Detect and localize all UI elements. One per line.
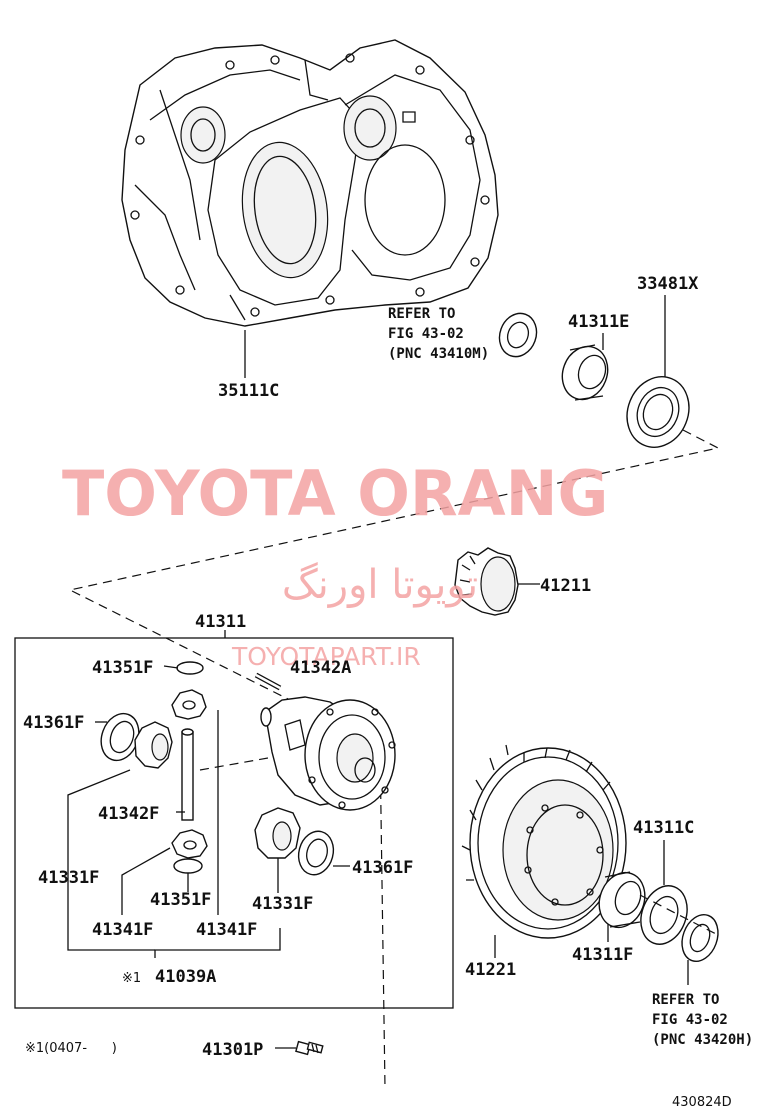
alignment-line-vertical: [379, 744, 386, 1089]
washer-41351f-bottom-drawing: [173, 858, 203, 874]
washer-41361f-right-drawing: [297, 830, 335, 876]
washer-41351f-top-drawing: [176, 661, 204, 675]
seal-33481x-drawing: [626, 376, 690, 448]
bracket-kit: [154, 928, 281, 958]
gear-41211-drawing: [454, 547, 519, 616]
pinion-gear-bottom-drawing: [171, 829, 208, 859]
side-gear-left-drawing: [134, 721, 173, 769]
label-kit-mark: ※1: [122, 971, 141, 986]
label-footnote: ※1(0407- ): [25, 1041, 117, 1056]
assembly-box: [14, 637, 454, 1009]
label-41311c: 41311C: [633, 818, 694, 838]
differential-case-drawing: [260, 696, 396, 811]
pin-41342a-drawing: [254, 672, 282, 691]
pinion-gear-top-drawing: [171, 689, 207, 720]
label-41311f: 41311F: [572, 945, 633, 965]
label-41361f-left: 41361F: [23, 713, 84, 733]
label-33481x: 33481X: [637, 274, 699, 294]
label-41361f-right: 41361F: [352, 858, 413, 878]
figure-id: 430824D: [672, 1095, 732, 1110]
label-41311e: 41311E: [568, 312, 629, 332]
label-41221: 41221: [465, 960, 516, 980]
label-ref-top-line3: (PNC 43410M): [388, 346, 489, 362]
label-41331f-left: 41331F: [38, 868, 99, 888]
bracket-41331f-left: [67, 769, 155, 951]
side-gear-right-drawing: [254, 807, 301, 859]
label-41351f-bottom: 41351F: [150, 890, 211, 910]
label-35111c: 35111C: [218, 381, 279, 401]
label-ref-bottom-line2: FIG 43-02: [652, 1012, 728, 1028]
label-ref-bottom-line3: (PNC 43420H): [652, 1032, 753, 1048]
watermark-persian: تویوتا اورنگ: [282, 562, 478, 608]
label-41331f-right: 41331F: [252, 894, 313, 914]
label-41342f: 41342F: [98, 804, 159, 824]
label-ref-bottom-line1: REFER TO: [652, 992, 719, 1008]
label-ref-top-line1: REFER TO: [388, 306, 455, 322]
label-41311: 41311: [195, 612, 246, 632]
bearing-race-41311c-drawing: [640, 885, 688, 945]
bearing-41311f-drawing: [598, 871, 646, 929]
label-ref-top-line2: FIG 43-02: [388, 326, 464, 342]
alignment-line-inner: [199, 754, 286, 771]
label-41211: 41211: [540, 576, 591, 596]
label-41351f-top: 41351F: [92, 658, 153, 678]
oil-seal-top-drawing: [498, 312, 538, 358]
alignment-line-upper: [68, 429, 720, 746]
label-41342a: 41342A: [290, 658, 351, 678]
washer-41361f-left-drawing: [100, 712, 140, 762]
label-41341f-right: 41341F: [196, 920, 257, 940]
watermark-url: TOYOTAPART.IR: [231, 642, 421, 671]
shaft-41342f-drawing: [181, 728, 194, 821]
ring-gear-41221-drawing: [461, 744, 627, 939]
washer-41351f-top-leader: [163, 665, 179, 669]
label-41301p: 41301P: [202, 1040, 263, 1060]
label-41341f-left: 41341F: [92, 920, 153, 940]
transaxle-case-drawing: [121, 39, 499, 327]
bearing-41311e-drawing: [561, 344, 609, 401]
bolt-41301p-drawing: [295, 1040, 324, 1056]
bracket-41341f-left: [121, 847, 171, 915]
label-41039a: 41039A: [155, 967, 216, 987]
oil-seal-bottom-drawing: [681, 914, 719, 962]
watermark-title: TOYOTA ORANG: [62, 457, 608, 530]
